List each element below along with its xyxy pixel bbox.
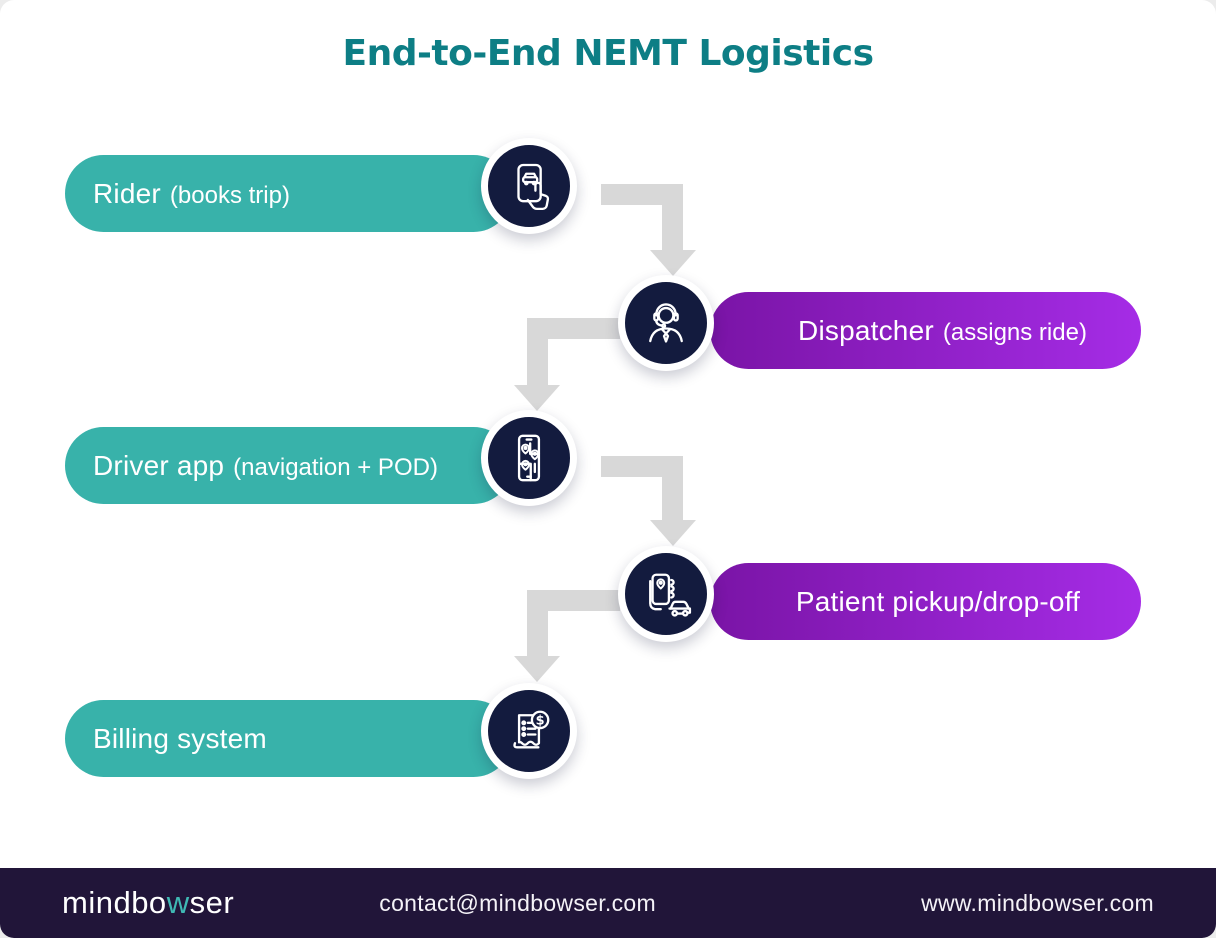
step-label-sub: (assigns ride) [942,318,1087,346]
arrow-pickup-to-billing-head [514,656,560,682]
step-node-billing: $ [481,683,577,779]
arrow-driver-to-pickup-head [650,520,696,546]
logo-accent-letter: w [166,885,190,920]
website-url: www.mindbowser.com [921,889,1154,916]
billing-invoice-icon: $ [501,703,557,759]
step-pill-dispatcher: Dispatcher (assigns ride) [710,292,1141,369]
step-label-main: Driver app [93,449,225,481]
footer: mindbowser contact@mindbowser.com www.mi… [0,868,1216,938]
map-phone-icon [501,430,557,486]
hand-phone-car-icon [638,566,694,622]
mindbowser-logo: mindbowser [62,885,234,921]
logo-text: ser [189,885,235,920]
headset-agent-icon [638,295,694,351]
arrow-dispatcher-to-driver-head [514,385,560,411]
step-label-main: Billing system [93,722,267,754]
step-label-main: Dispatcher [798,314,934,346]
step-label: Billing system [93,723,276,755]
step-label: Patient pickup/drop-off [796,586,1089,618]
step-pill-billing: Billing system [65,700,512,777]
arrow-driver-to-pickup-v [662,456,683,520]
step-label-sub: (books trip) [169,181,290,209]
step-node-rider [481,138,577,234]
step-label: Rider (books trip) [93,178,290,210]
step-label: Dispatcher (assigns ride) [798,315,1087,347]
page-title: End-to-End NEMT Logistics [342,33,875,74]
step-label-main: Rider [93,177,161,209]
logo-text: mindbo [62,885,167,920]
step-label-main: Patient pickup/drop-off [795,585,1081,617]
arrow-dispatcher-to-driver-v [527,318,548,385]
arrow-dispatcher-to-driver-h [527,318,620,339]
step-pill-patient-pickup: Patient pickup/drop-off [710,563,1141,640]
arrow-pickup-to-billing-h [527,590,620,611]
svg-text:$: $ [536,714,545,729]
step-pill-driver-app: Driver app (navigation + POD) [65,427,512,504]
step-node-driver-app [481,410,577,506]
booking-phone-icon [501,158,557,214]
step-pill-rider: Rider (books trip) [65,155,512,232]
step-label: Driver app (navigation + POD) [93,450,438,482]
arrow-rider-to-dispatcher-v [662,184,683,250]
arrow-pickup-to-billing-v [527,590,548,656]
arrow-rider-to-dispatcher-head [650,250,696,276]
step-node-dispatcher [618,275,714,371]
step-label-sub: (navigation + POD) [233,453,438,481]
step-node-patient-pickup [618,546,714,642]
contact-email: contact@mindbowser.com [379,889,656,916]
